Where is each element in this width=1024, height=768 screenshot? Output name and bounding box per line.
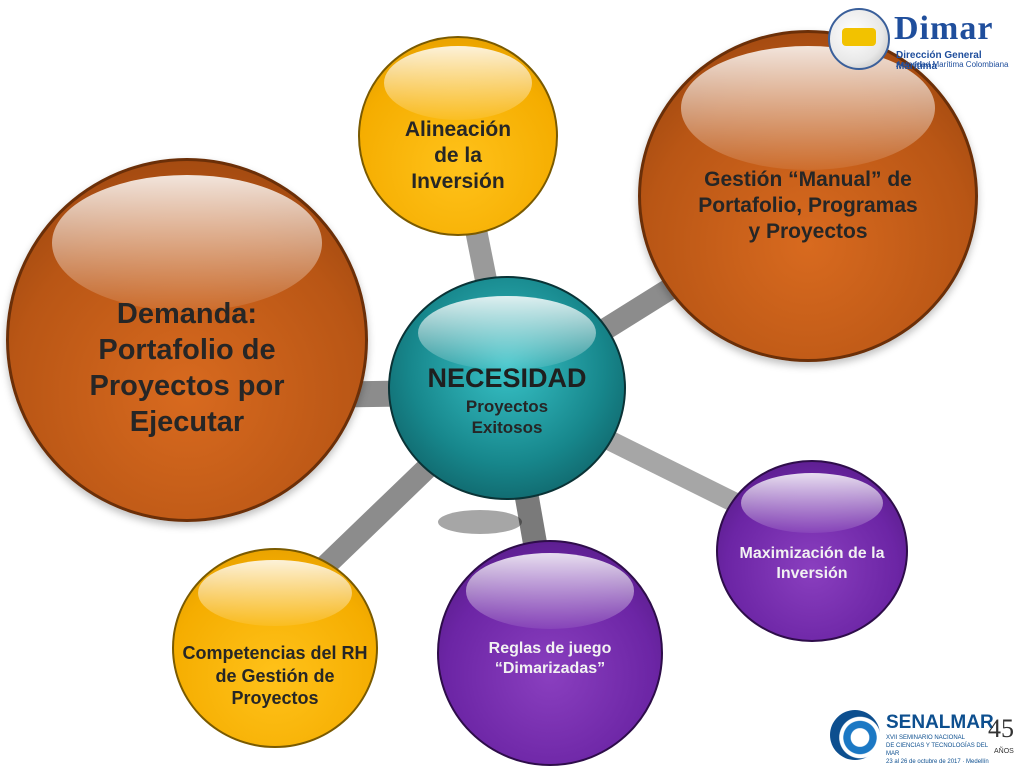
text-line: Maximización de la — [739, 545, 885, 562]
dimar-logo-sub2: Autoridad Marítima Colombiana — [896, 60, 1009, 69]
node-reglas: Reglas de juego “Dimarizadas” — [437, 540, 663, 766]
node-reglas-label: Reglas de juego “Dimarizadas” — [489, 639, 612, 679]
senalmar-logo-name: SENALMAR — [886, 712, 994, 733]
senalmar-anios-number: 45 — [988, 714, 1014, 743]
text-line: Proyectos — [231, 688, 319, 709]
text-line: de la — [434, 143, 482, 167]
dimar-logo-sub1: Dirección General Marítima — [896, 50, 982, 72]
dimar-seal-icon — [828, 8, 890, 70]
text-line: de Gestión de — [215, 665, 335, 686]
text-line: Portafolio de — [98, 333, 276, 366]
text-line: DE CIENCIAS Y TECNOLOGÍAS DEL MAR — [886, 743, 988, 757]
gloss — [418, 295, 596, 371]
dimar-logo-name: Dimar — [894, 10, 994, 47]
center-subtitle: Proyectos — [465, 396, 549, 416]
gloss — [465, 553, 635, 629]
senalmar-anios-label: AÑOS — [994, 748, 1014, 755]
text-line: XVII SEMINARIO NACIONAL — [886, 735, 966, 741]
node-alineacion-label: Alineación de la Inversión — [405, 117, 511, 196]
center-subtitle: Exitosos — [471, 417, 543, 437]
node-necesidad-center: NECESIDAD Proyectos Exitosos — [388, 276, 626, 500]
text-line: Ejecutar — [129, 406, 245, 439]
node-competencias: Competencias del RH de Gestión de Proyec… — [172, 548, 378, 748]
gloss — [740, 472, 884, 534]
node-gestion-label: Gestión “Manual” de Portafolio, Programa… — [698, 167, 917, 246]
center-shadow — [438, 510, 522, 534]
dimar-logo: Dimar Dirección General Marítima Autorid… — [826, 6, 1022, 72]
gloss — [681, 46, 935, 170]
senalmar-logo: SENALMAR XVII SEMINARIO NACIONAL DE CIEN… — [826, 708, 1020, 766]
node-maximizacion-label: Maximización de la Inversión — [740, 544, 885, 584]
center-label: NECESIDAD Proyectos Exitosos — [427, 362, 586, 438]
gloss — [198, 559, 352, 627]
gloss — [51, 175, 323, 312]
text-line: Demanda: — [116, 297, 258, 330]
text-line: “Dimarizadas” — [494, 660, 606, 677]
text-line: 23 al 26 de octubre de 2017 · Medellín — [886, 759, 989, 765]
node-competencias-label: Competencias del RH de Gestión de Proyec… — [182, 642, 367, 710]
center-title: NECESIDAD — [427, 362, 587, 393]
text-line: y Proyectos — [748, 220, 868, 244]
text-line: Alineación — [404, 117, 512, 141]
text-line: Portafolio, Programas — [698, 193, 918, 217]
text-line: Gestión “Manual” de — [704, 167, 912, 191]
senalmar-swirl-icon — [830, 710, 880, 760]
gloss — [383, 45, 533, 121]
text-line: Competencias del RH — [182, 643, 368, 664]
node-gestion: Gestión “Manual” de Portafolio, Programa… — [638, 30, 978, 362]
text-line: Inversión — [776, 565, 848, 582]
text-line: Reglas de juego — [488, 640, 612, 657]
senalmar-tagline: XVII SEMINARIO NACIONAL DE CIENCIAS Y TE… — [886, 734, 998, 766]
text-line: Proyectos por — [89, 370, 285, 402]
node-alineacion: Alineación de la Inversión — [358, 36, 558, 236]
node-demanda-label: Demanda: Portafolio de Proyectos por Eje… — [90, 296, 285, 441]
node-maximizacion: Maximización de la Inversión — [716, 460, 908, 642]
text-line: Inversión — [411, 170, 505, 194]
node-demanda: Demanda: Portafolio de Proyectos por Eje… — [6, 158, 368, 522]
